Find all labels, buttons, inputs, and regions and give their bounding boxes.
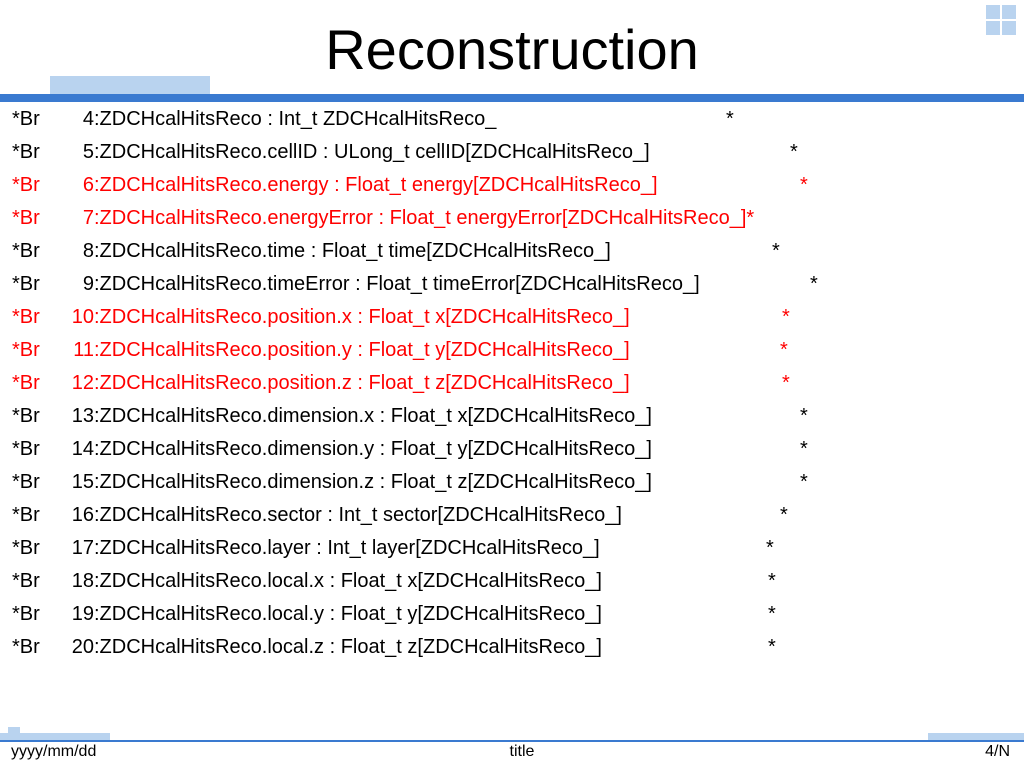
branch-number: 19	[71, 603, 94, 625]
branch-prefix: *Br	[12, 438, 40, 460]
branch-line: *Br 19:ZDCHcalHitsReco.local.y : Float_t …	[12, 598, 1012, 631]
corner-square-decoration	[986, 21, 1000, 35]
branch-line: *Br 13:ZDCHcalHitsReco.dimension.x : Floa…	[12, 400, 1012, 433]
branch-text: :ZDCHcalHitsReco.timeError : Float_t tim…	[94, 273, 700, 295]
branch-prefix: *Br	[12, 405, 40, 427]
branch-text: :ZDCHcalHitsReco.energy : Float_t energy…	[94, 174, 658, 196]
branch-prefix: *Br	[12, 141, 40, 163]
branch-prefix: *Br	[12, 273, 40, 295]
footer-date: yyyy/mm/dd	[11, 743, 97, 760]
branch-line: *Br 15:ZDCHcalHitsReco.dimension.z : Floa…	[12, 466, 1012, 499]
footer-page-number: 4/N	[985, 743, 1010, 760]
branch-line: *Br 6:ZDCHcalHitsReco.energy : Float_t en…	[12, 169, 1012, 202]
branch-number: 10	[71, 306, 94, 328]
footer-accent-bar-left	[0, 733, 110, 740]
corner-square-decoration	[986, 5, 1000, 19]
branch-number: 11	[73, 339, 94, 361]
corner-square-decoration	[1002, 21, 1016, 35]
branch-text: :ZDCHcalHitsReco.time : Float_t time[ZDC…	[94, 240, 611, 262]
branch-number: 14	[71, 438, 94, 460]
branch-prefix: *Br	[12, 636, 40, 658]
branch-terminator: *	[800, 471, 808, 493]
branch-prefix: *Br	[12, 537, 40, 559]
branch-terminator: *	[780, 339, 788, 361]
branch-number: 16	[71, 504, 94, 526]
branch-number: 7	[82, 207, 94, 229]
branch-line: *Br 17:ZDCHcalHitsReco.layer : Int_t laye…	[12, 532, 1012, 565]
branch-prefix: *Br	[12, 372, 40, 394]
branch-line: *Br 9:ZDCHcalHitsReco.timeError : Float_t…	[12, 268, 1012, 301]
branch-prefix: *Br	[12, 306, 40, 328]
corner-square-decoration	[1002, 5, 1016, 19]
branch-number: 12	[71, 372, 94, 394]
branch-number: 6	[82, 174, 94, 196]
branch-line: *Br 16:ZDCHcalHitsReco.sector : Int_t sec…	[12, 499, 1012, 532]
branch-number: 5	[82, 141, 94, 163]
branch-number: 13	[71, 405, 94, 427]
branch-line: *Br 10:ZDCHcalHitsReco.position.x : Float…	[12, 301, 1012, 334]
branch-list: *Br 4:ZDCHcalHitsReco : Int_t ZDCHcalHits…	[12, 103, 1012, 664]
branch-terminator: *	[782, 372, 790, 394]
branch-prefix: *Br	[12, 207, 40, 229]
branch-line: *Br 8:ZDCHcalHitsReco.time : Float_t time…	[12, 235, 1012, 268]
branch-terminator: *	[800, 174, 808, 196]
branch-prefix: *Br	[12, 570, 40, 592]
branch-prefix: *Br	[12, 339, 40, 361]
branch-terminator: *	[772, 240, 780, 262]
slide-title: Reconstruction	[325, 18, 699, 81]
branch-text: :ZDCHcalHitsReco.local.x : Float_t x[ZDC…	[94, 570, 602, 592]
branch-text: :ZDCHcalHitsReco.layer : Int_t layer[ZDC…	[94, 537, 600, 559]
branch-text: :ZDCHcalHitsReco.local.z : Float_t z[ZDC…	[94, 636, 602, 658]
branch-prefix: *Br	[12, 108, 40, 130]
branch-prefix: *Br	[12, 471, 40, 493]
branch-line: *Br 11:ZDCHcalHitsReco.position.y : Float…	[12, 334, 1012, 367]
branch-terminator: *	[768, 603, 776, 625]
header-accent-bar	[50, 76, 210, 94]
branch-terminator: *	[780, 504, 788, 526]
branch-text: :ZDCHcalHitsReco.dimension.y : Float_t y…	[94, 438, 652, 460]
branch-number: 18	[71, 570, 94, 592]
branch-terminator: *	[800, 405, 808, 427]
branch-line: *Br 4:ZDCHcalHitsReco : Int_t ZDCHcalHits…	[12, 103, 1012, 136]
branch-text: :ZDCHcalHitsReco.sector : Int_t sector[Z…	[94, 504, 622, 526]
branch-line: *Br 5:ZDCHcalHitsReco.cellID : ULong_t ce…	[12, 136, 1012, 169]
branch-terminator: *	[766, 537, 774, 559]
branch-text: :ZDCHcalHitsReco.dimension.z : Float_t z…	[94, 471, 652, 493]
footer-divider	[0, 740, 1024, 742]
footer-accent-bar-right	[928, 733, 1024, 740]
branch-terminator: *	[768, 636, 776, 658]
branch-terminator: *	[790, 141, 798, 163]
branch-number: 8	[82, 240, 94, 262]
branch-text: :ZDCHcalHitsReco.position.z : Float_t z[…	[94, 372, 630, 394]
branch-number: 15	[71, 471, 94, 493]
branch-terminator: *	[810, 273, 818, 295]
branch-line: *Br 20:ZDCHcalHitsReco.local.z : Float_t …	[12, 631, 1012, 664]
branch-prefix: *Br	[12, 504, 40, 526]
branch-text: :ZDCHcalHitsReco.cellID : ULong_t cellID…	[94, 141, 650, 163]
branch-line: *Br 14:ZDCHcalHitsReco.dimension.y : Floa…	[12, 433, 1012, 466]
branch-text: :ZDCHcalHitsReco.energyError : Float_t e…	[94, 207, 755, 229]
branch-number: 20	[71, 636, 94, 658]
footer-title: title	[509, 743, 535, 760]
branch-number: 4	[82, 108, 94, 130]
branch-text: :ZDCHcalHitsReco.local.y : Float_t y[ZDC…	[94, 603, 602, 625]
branch-text: :ZDCHcalHitsReco.position.y : Float_t y[…	[94, 339, 630, 361]
branch-terminator: *	[726, 108, 734, 130]
branch-text: :ZDCHcalHitsReco.position.x : Float_t x[…	[94, 306, 630, 328]
branch-line: *Br 18:ZDCHcalHitsReco.local.x : Float_t …	[12, 565, 1012, 598]
header-divider	[0, 94, 1024, 102]
branch-terminator: *	[768, 570, 776, 592]
branch-prefix: *Br	[12, 240, 40, 262]
branch-prefix: *Br	[12, 603, 40, 625]
branch-terminator: *	[782, 306, 790, 328]
branch-prefix: *Br	[12, 174, 40, 196]
branch-text: :ZDCHcalHitsReco : Int_t ZDCHcalHitsReco…	[94, 108, 497, 130]
branch-line: *Br 7:ZDCHcalHitsReco.energyError : Float…	[12, 202, 1012, 235]
branch-terminator: *	[800, 438, 808, 460]
branch-number: 17	[71, 537, 94, 559]
branch-line: *Br 12:ZDCHcalHitsReco.position.z : Float…	[12, 367, 1012, 400]
branch-text: :ZDCHcalHitsReco.dimension.x : Float_t x…	[94, 405, 652, 427]
branch-number: 9	[82, 273, 94, 295]
